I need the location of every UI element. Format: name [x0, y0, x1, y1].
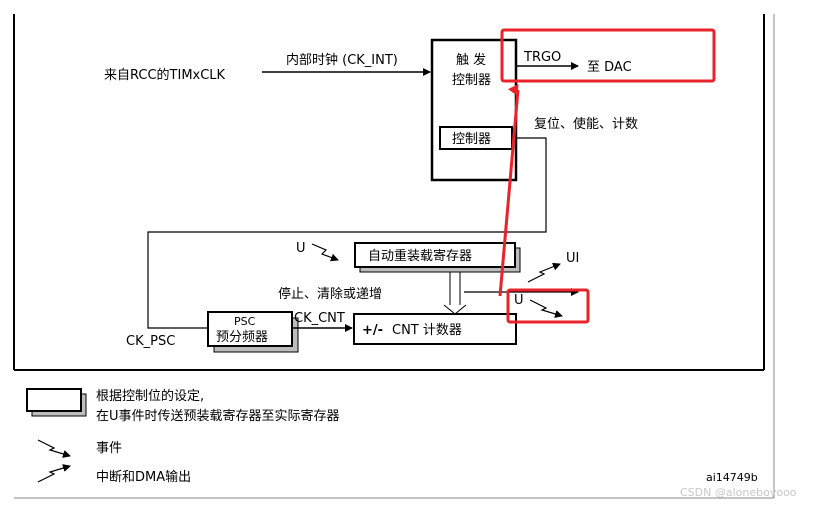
figure-id: ai14749b	[706, 471, 758, 484]
prescaler-label: 预分频器	[216, 330, 268, 345]
ck-cnt-label: CK_CNT	[294, 311, 345, 326]
legend-preload-line1: 根据控制位的设定,	[96, 388, 204, 404]
red-highlight-u-event	[506, 288, 590, 324]
legend-event-label: 事件	[96, 441, 122, 456]
controller-label: 控制器	[452, 132, 491, 147]
internal-clock-label: 内部时钟 (CK_INT)	[286, 52, 398, 68]
source-clock-label: 来自RCC的TIMxCLK	[104, 67, 226, 83]
trigger-controller-block: 触 发 控制器 控制器	[430, 38, 518, 182]
ck-psc-label: CK_PSC	[126, 334, 175, 349]
legend-preload-line2: 在U事件时传送预装载寄存器至实际寄存器	[96, 408, 340, 424]
u-lower-event-icon	[529, 299, 563, 318]
cnt-prefix: +/-	[362, 323, 383, 338]
red-highlight-trgo	[500, 28, 716, 83]
u-event-label: U	[296, 241, 306, 256]
u-label-lower: U	[514, 293, 524, 308]
legend-interrupt-label: 中断和DMA输出	[96, 469, 191, 485]
auto-reload-register-block: 自动重装载寄存器	[354, 242, 521, 273]
reset-enable-count-label: 复位、使能、计数	[534, 116, 638, 132]
legend-interrupt-icon	[37, 464, 71, 483]
ui-label: UI	[566, 251, 579, 266]
preload-transfer-arrow	[443, 272, 467, 315]
controller-feedback-line	[147, 137, 547, 329]
stop-clear-increment-label: 停止、清除或递增	[278, 286, 382, 302]
legend-event-icon	[37, 439, 71, 458]
watermark: CSDN @aloneboyooo	[680, 486, 797, 499]
trigger-controller-line1: 触 发	[456, 52, 486, 68]
ui-output-icon	[527, 262, 561, 283]
red-annotation-arrow	[498, 84, 520, 297]
psc-prescaler-block: PSC 预分频器	[207, 311, 299, 353]
cnt-counter-label: CNT 计数器	[392, 323, 462, 338]
auto-reload-label: 自动重装载寄存器	[368, 248, 472, 264]
psc-label: PSC	[234, 315, 256, 328]
to-dac-label: 至 DAC	[587, 60, 632, 75]
trigger-controller-line2: 控制器	[452, 73, 491, 88]
legend-preload-symbol	[26, 388, 87, 417]
u-event-icon	[311, 243, 339, 262]
diagram-frame	[13, 14, 775, 499]
trgo-label: TRGO	[523, 50, 561, 65]
cnt-counter-block: +/- CNT 计数器	[353, 313, 517, 345]
